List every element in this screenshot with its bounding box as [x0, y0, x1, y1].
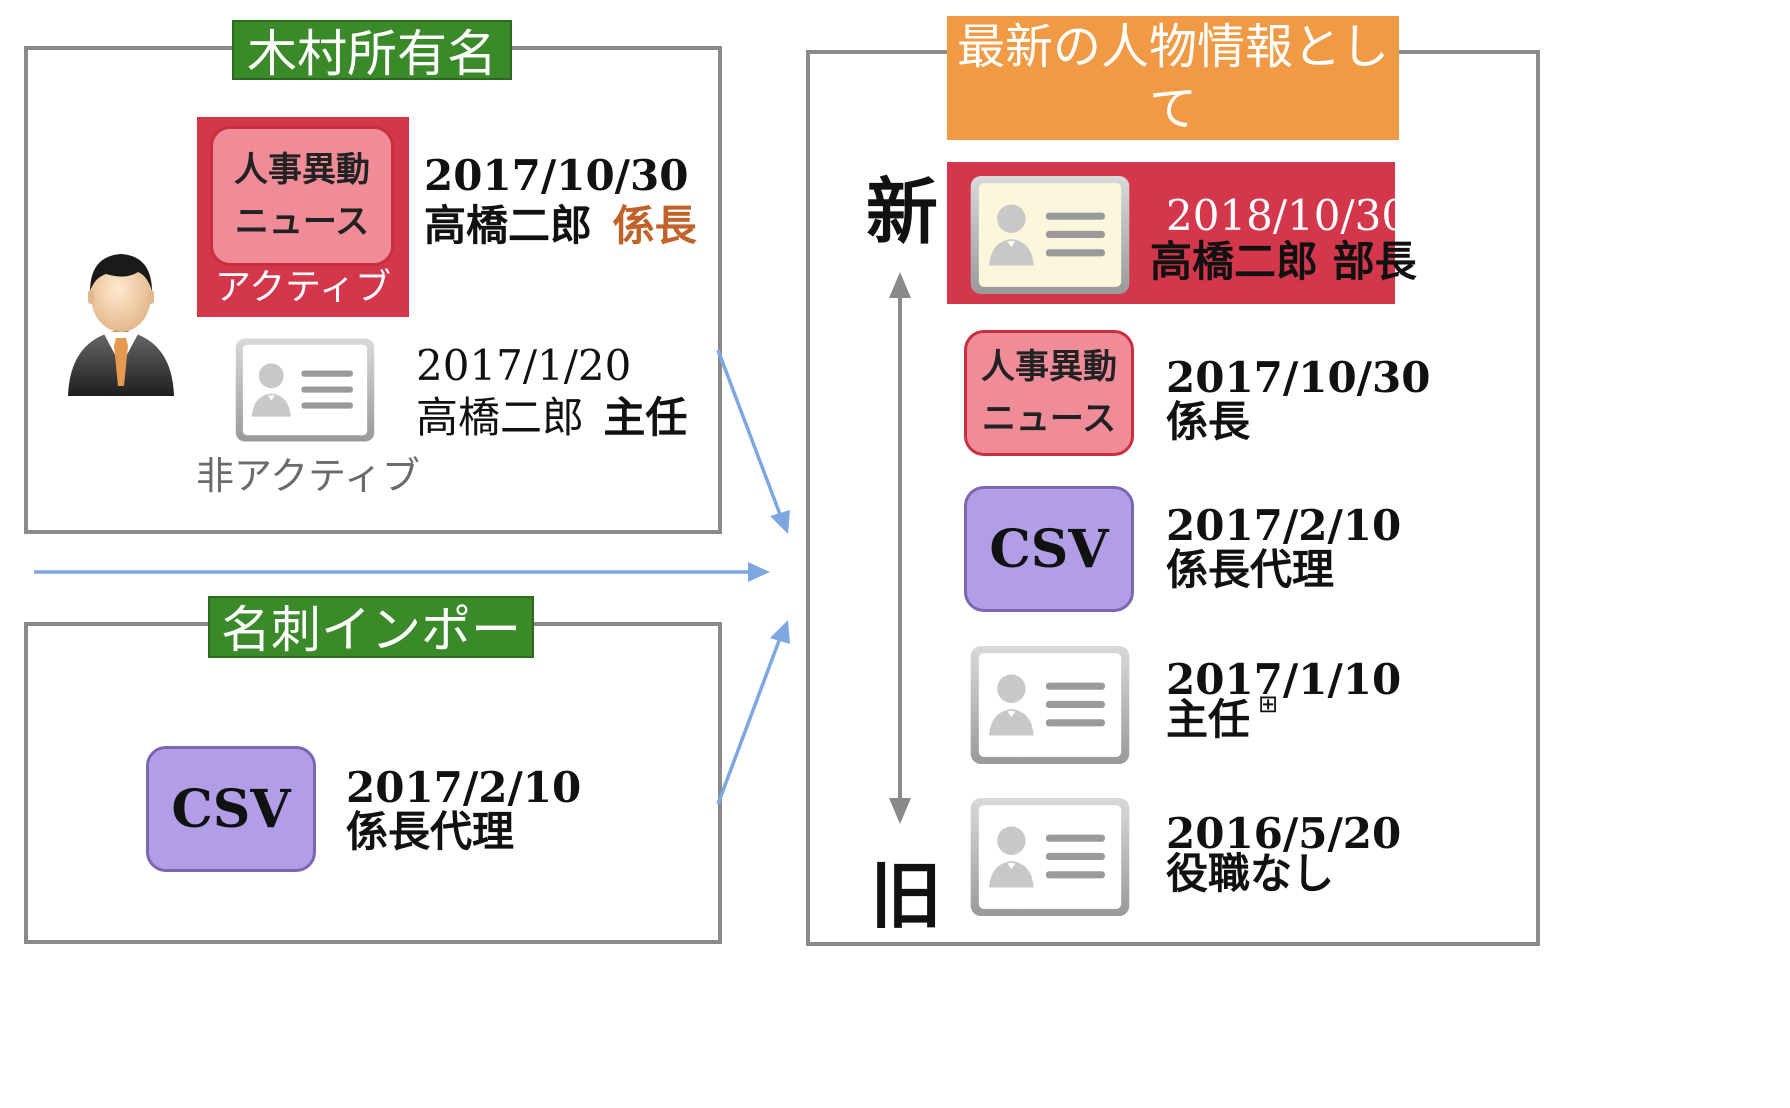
- business-card-icon-history-3: [970, 646, 1130, 764]
- active-entry-title: 係長: [612, 201, 697, 250]
- person-info-label-line1: 最新の人物情報として: [956, 19, 1389, 137]
- arrow-from-owned-head: [770, 510, 790, 534]
- arrow-from-other-head: [748, 562, 770, 582]
- history-2-title: 係長代理: [1166, 545, 1335, 594]
- news-card-line1: 人事異動: [234, 150, 370, 190]
- person-icon: [68, 254, 174, 396]
- oldest-label: 旧: [870, 853, 943, 938]
- inactive-entry-title: 主任: [603, 393, 688, 442]
- import-label: 名刺インポート: [208, 596, 534, 723]
- news-card-history-line1: 人事異動: [981, 347, 1117, 387]
- history-3-date: 2017/1/10: [1166, 655, 1402, 704]
- person-info-label: 最新の人物情報として 更新され続ける: [947, 16, 1399, 199]
- inactive-entry-name-row: 高橋二郎 主任: [416, 392, 687, 444]
- csv-card-history: CSV: [964, 486, 1134, 612]
- history-1-title: 係長: [1166, 397, 1251, 446]
- history-1-date: 2017/10/30: [1166, 353, 1431, 402]
- business-card-icon-latest: [970, 176, 1130, 294]
- newest-label: 新: [866, 169, 939, 254]
- business-card-icon-history-4: [970, 798, 1130, 916]
- csv-card-import: CSV: [146, 746, 316, 872]
- arrow-from-import: [716, 637, 782, 805]
- news-card-active: 人事異動 ニュース: [210, 126, 394, 266]
- active-status-label: アクティブ: [214, 267, 392, 308]
- inactive-entry-date: 2017/1/20: [416, 341, 632, 390]
- latest-date: 2018/10/30: [1166, 191, 1409, 240]
- history-4-title: 役職なし: [1166, 849, 1335, 898]
- history-2-date: 2017/2/10: [1166, 501, 1402, 550]
- active-entry-name: 高橋二郎: [424, 201, 593, 250]
- arrow-from-owned: [716, 349, 783, 518]
- latest-name-title: 高橋二郎 部長: [1150, 237, 1417, 286]
- news-card-history-line2: ニュース: [981, 399, 1117, 439]
- active-entry-name-row: 高橋二郎 係長: [424, 200, 697, 252]
- history-4-date: 2016/5/20: [1166, 809, 1402, 858]
- inactive-status-label: 非アクティブ: [196, 454, 420, 498]
- active-entry-date: 2017/10/30: [424, 151, 689, 200]
- history-3-title: 主任: [1166, 695, 1251, 744]
- arrow-from-import-head: [770, 620, 790, 644]
- timeline-arrow: [889, 272, 911, 824]
- inactive-entry-name: 高橋二郎: [416, 393, 585, 442]
- news-card-line2: ニュース: [234, 202, 370, 242]
- news-card-history: 人事異動 ニュース: [964, 330, 1134, 456]
- history-3-mark: ⊞: [1258, 690, 1279, 718]
- import-entry-date: 2017/2/10: [346, 763, 582, 812]
- import-entry-title: 係長代理: [346, 807, 515, 856]
